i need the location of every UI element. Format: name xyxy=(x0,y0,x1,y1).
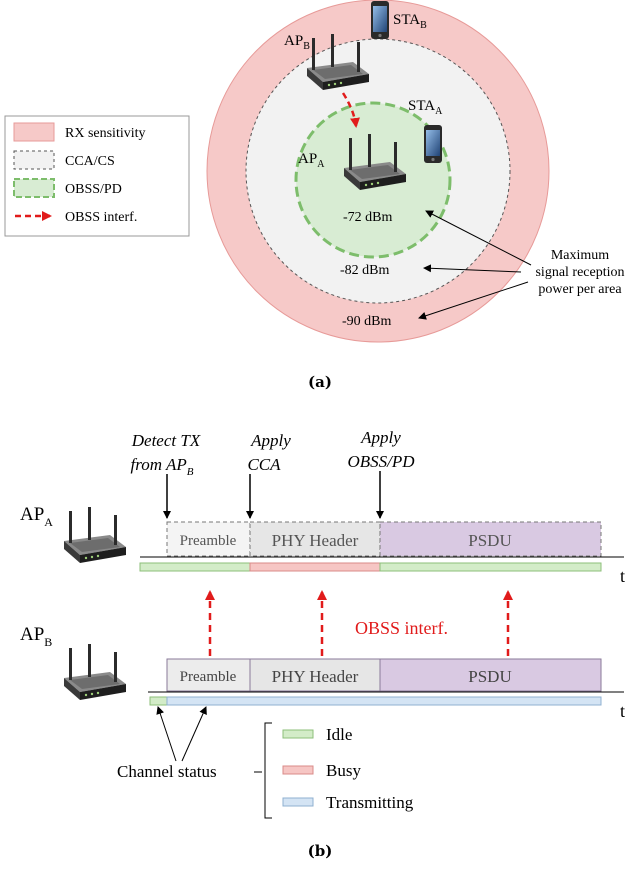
note-arrow-82 xyxy=(423,264,522,273)
note-line-2: signal reception xyxy=(535,265,624,280)
ap-a-preamble-label: Preamble xyxy=(180,533,237,549)
channel-status-arrow-1 xyxy=(156,706,177,762)
router-icon xyxy=(64,507,126,563)
ap-a-preamble xyxy=(166,521,251,557)
level-72-label: -72 dBm xyxy=(343,210,393,225)
interference-arrow xyxy=(341,92,360,128)
channel-status-bracket xyxy=(264,722,272,819)
apply-cca-line-1: Apply xyxy=(250,431,291,450)
caption-b: (b) xyxy=(308,842,333,860)
legend-rx-swatch xyxy=(13,122,55,142)
detect-tx-line-1: Detect TX xyxy=(131,431,201,450)
legend-busy-swatch xyxy=(282,765,314,775)
sta-a-label: STAA xyxy=(408,98,443,117)
legend-idle-label: Idle xyxy=(326,725,352,744)
ap-a-psdu xyxy=(379,521,602,557)
ap-b-phy-header xyxy=(249,658,381,692)
ap-a-psdu-label: PSDU xyxy=(468,531,511,550)
apply-obss-line-1: Apply xyxy=(360,428,401,447)
note-arrow-90 xyxy=(418,281,529,320)
level-82-label: -82 dBm xyxy=(340,263,390,278)
ap-a-label: APA xyxy=(298,151,325,170)
legend-cca-swatch xyxy=(13,150,55,170)
legend-obss-swatch xyxy=(13,178,55,198)
ap-a-status-idle-2 xyxy=(379,562,602,572)
ap-b-preamble-label: Preamble xyxy=(180,669,237,685)
ap-a-status-busy xyxy=(249,562,381,572)
timing-diagram: Detect TX from APB Apply CCA Apply OBSS/… xyxy=(20,428,625,819)
ap-a-time-label: t xyxy=(620,566,625,586)
ap-a-phy-header-label: PHY Header xyxy=(272,531,359,550)
legend-interf-label: OBSS interf. xyxy=(65,210,137,225)
detect-tx-line-2: from APB xyxy=(131,455,194,478)
note-arrow-72 xyxy=(425,210,532,266)
sta-b-label: STAB xyxy=(393,12,427,31)
legend-transmitting-swatch xyxy=(282,797,314,807)
apply-obss-line-2: OBSS/PD xyxy=(347,452,415,471)
legend-idle-swatch xyxy=(282,729,314,739)
channel-status-arrow-2 xyxy=(181,706,207,762)
legend-a: RX sensitivity CCA/CS OBSS/PD OBSS inter… xyxy=(4,115,190,237)
legend-rx-label: RX sensitivity xyxy=(65,126,146,141)
ap-a-row-label: APA xyxy=(20,504,53,529)
ap-b-phy-header-label: PHY Header xyxy=(272,667,359,686)
smartphone-icon xyxy=(371,1,389,39)
caption-a: (a) xyxy=(308,373,332,391)
legend-transmitting-label: Transmitting xyxy=(326,793,414,812)
ap-b-preamble xyxy=(166,658,251,692)
ap-b-time-label: t xyxy=(620,701,625,721)
smartphone-icon xyxy=(424,125,442,163)
legend-cca-label: CCA/CS xyxy=(65,154,115,169)
ap-b-label: APB xyxy=(284,33,310,52)
note-line-1: Maximum xyxy=(551,248,609,263)
ap-b-psdu-label: PSDU xyxy=(468,667,511,686)
router-icon xyxy=(64,644,126,700)
ap-b-status-idle xyxy=(149,696,168,706)
legend-busy-label: Busy xyxy=(326,761,361,780)
note-line-3: power per area xyxy=(538,282,622,297)
coverage-diagram: APB STAB STAA APA -72 dBm -82 dBm -90 dB… xyxy=(206,0,625,343)
ap-b-psdu xyxy=(379,658,602,692)
channel-status-label: Channel status xyxy=(117,762,217,781)
ap-a-status-idle xyxy=(139,562,251,572)
ap-b-status-transmitting xyxy=(166,696,602,706)
ap-a-phy-header xyxy=(249,521,381,557)
apply-cca-line-2: CCA xyxy=(247,455,281,474)
ap-b-row-label: APB xyxy=(20,624,52,649)
obss-interf-label: OBSS interf. xyxy=(355,618,448,638)
level-90-label: -90 dBm xyxy=(342,314,392,329)
legend-obss-label: OBSS/PD xyxy=(65,182,122,197)
